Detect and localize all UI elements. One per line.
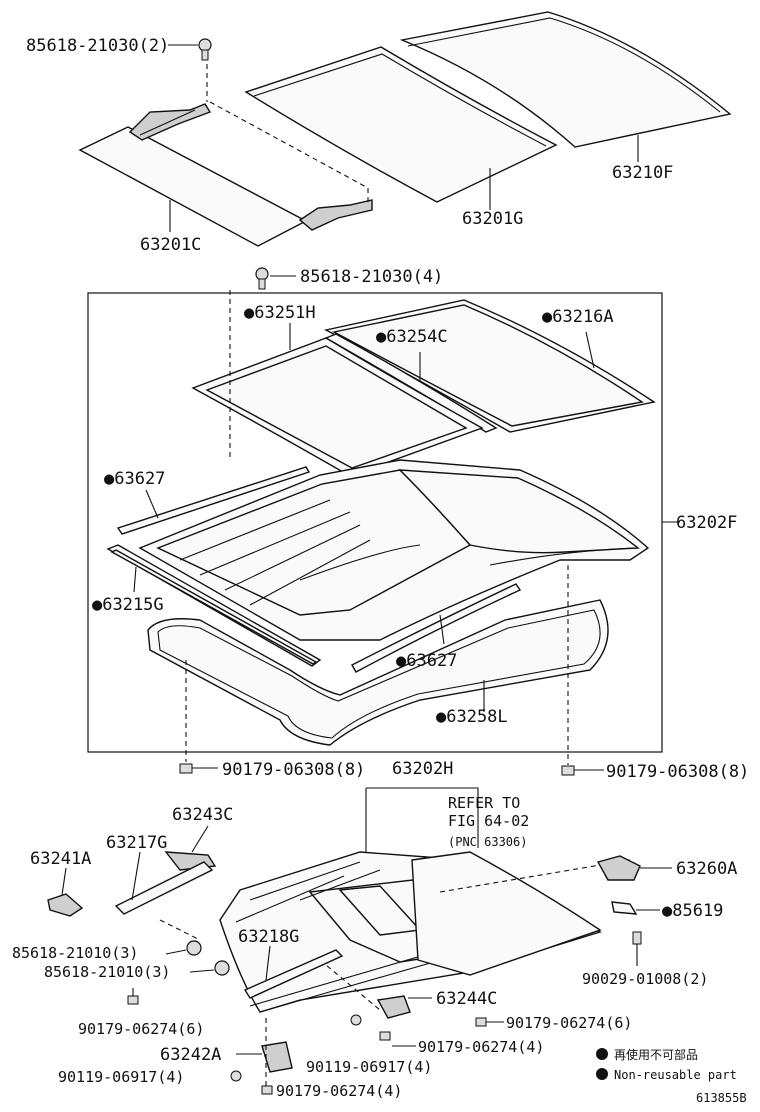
sunshade-63201c[interactable] bbox=[78, 103, 373, 247]
diagram-id: 613855B bbox=[696, 1091, 747, 1105]
sunroof-frame[interactable] bbox=[138, 459, 650, 641]
seal-63215g[interactable] bbox=[106, 544, 322, 667]
label-screw-mid[interactable]: 90119-06917(4) bbox=[306, 1058, 432, 1076]
label-nut-right[interactable]: 90179-06274(6) bbox=[506, 1014, 632, 1032]
nut-icon bbox=[475, 1017, 487, 1027]
label-glass-panel[interactable]: 63201G bbox=[462, 209, 523, 229]
label-roof-panel[interactable]: 63210F bbox=[612, 163, 673, 183]
guide-63242a[interactable] bbox=[261, 1041, 293, 1073]
label-refer-line1: REFER TO bbox=[448, 794, 520, 812]
label-bolt-21010-b[interactable]: 85618-21010(3) bbox=[44, 963, 170, 981]
label-bolt-21010-a[interactable]: 85618-21010(3) bbox=[12, 944, 138, 962]
legend-dot-icon bbox=[596, 1068, 608, 1080]
label-seal-627-top[interactable]: ●63627 bbox=[104, 469, 165, 489]
label-top-bolt[interactable]: 85618-21030(2) bbox=[26, 36, 169, 56]
label-nut-bottom[interactable]: 90179-06274(4) bbox=[276, 1082, 402, 1100]
strip-63627-bottom[interactable] bbox=[351, 583, 522, 673]
label-seal-l[interactable]: ●63258L bbox=[436, 707, 508, 727]
label-guide-a[interactable]: 63242A bbox=[160, 1045, 221, 1065]
legend-jp: 再使用不可部品 bbox=[614, 1047, 698, 1062]
label-guide-c[interactable]: 63244C bbox=[436, 989, 497, 1009]
legend-dot-icon bbox=[596, 1048, 608, 1060]
bracket-63241a[interactable] bbox=[47, 893, 84, 917]
bolt-icon bbox=[186, 940, 202, 956]
label-motor[interactable]: 63260A bbox=[676, 859, 737, 879]
screw-icon bbox=[230, 1070, 242, 1082]
screw-icon bbox=[632, 931, 642, 945]
bolt-icon bbox=[198, 38, 212, 61]
label-clip-right[interactable]: 90179-06308(8) bbox=[606, 762, 749, 782]
nut-icon bbox=[379, 1031, 391, 1041]
seal-63258l[interactable] bbox=[147, 599, 609, 746]
clip-icon bbox=[561, 765, 575, 776]
weatherstrip-63251h[interactable] bbox=[191, 337, 484, 477]
label-screw-bottom[interactable]: 90119-06917(4) bbox=[58, 1068, 184, 1086]
seal-85619[interactable] bbox=[611, 901, 638, 915]
label-screw-01008[interactable]: 90029-01008(2) bbox=[582, 970, 708, 988]
bolt-icon bbox=[255, 267, 269, 290]
roof-panel-63210f[interactable] bbox=[399, 11, 732, 148]
label-bracket-g[interactable]: 63217G bbox=[106, 833, 167, 853]
label-seal-627-bottom[interactable]: ●63627 bbox=[396, 651, 457, 671]
label-bracket-c[interactable]: 63243C bbox=[172, 805, 233, 825]
label-nut-left[interactable]: 90179-06274(6) bbox=[78, 1020, 204, 1038]
bolt-icon bbox=[214, 960, 230, 976]
label-seal-c[interactable]: ●63254C bbox=[376, 327, 448, 347]
label-sunshade[interactable]: 63201C bbox=[140, 235, 201, 255]
label-weatherstrip-h[interactable]: ●63251H bbox=[244, 303, 316, 323]
label-seal-619[interactable]: ●85619 bbox=[662, 901, 723, 921]
clip-icon bbox=[179, 763, 193, 774]
label-mid-bolt[interactable]: 85618-21030(4) bbox=[300, 267, 443, 287]
label-drain-g[interactable]: 63218G bbox=[238, 927, 299, 947]
legend-en: Non-reusable part bbox=[614, 1068, 737, 1082]
nut-icon bbox=[261, 1085, 273, 1095]
label-assembly[interactable]: 63202F bbox=[676, 513, 737, 533]
drain-63218g[interactable] bbox=[243, 949, 344, 999]
label-frame-h[interactable]: 63202H bbox=[392, 759, 453, 779]
label-seal-a[interactable]: ●63216A bbox=[542, 307, 614, 327]
label-refer-line2: FIG 64-02 bbox=[448, 812, 529, 830]
label-seal-g[interactable]: ●63215G bbox=[92, 595, 164, 615]
label-nut-mid[interactable]: 90179-06274(4) bbox=[418, 1038, 544, 1056]
refer-panel bbox=[411, 851, 602, 976]
bracket-63217g[interactable] bbox=[114, 861, 214, 915]
label-clip-left[interactable]: 90179-06308(8) bbox=[222, 760, 365, 780]
label-refer-line3: (PNC 63306) bbox=[448, 835, 527, 849]
guide-63244c[interactable] bbox=[376, 995, 411, 1019]
nut-icon bbox=[127, 995, 139, 1005]
motor-63260a[interactable] bbox=[596, 855, 641, 881]
strip-63627-top[interactable] bbox=[116, 466, 311, 535]
label-bracket-a[interactable]: 63241A bbox=[30, 849, 91, 869]
screw-icon bbox=[350, 1014, 362, 1026]
glass-panel-63201g[interactable] bbox=[244, 46, 558, 203]
